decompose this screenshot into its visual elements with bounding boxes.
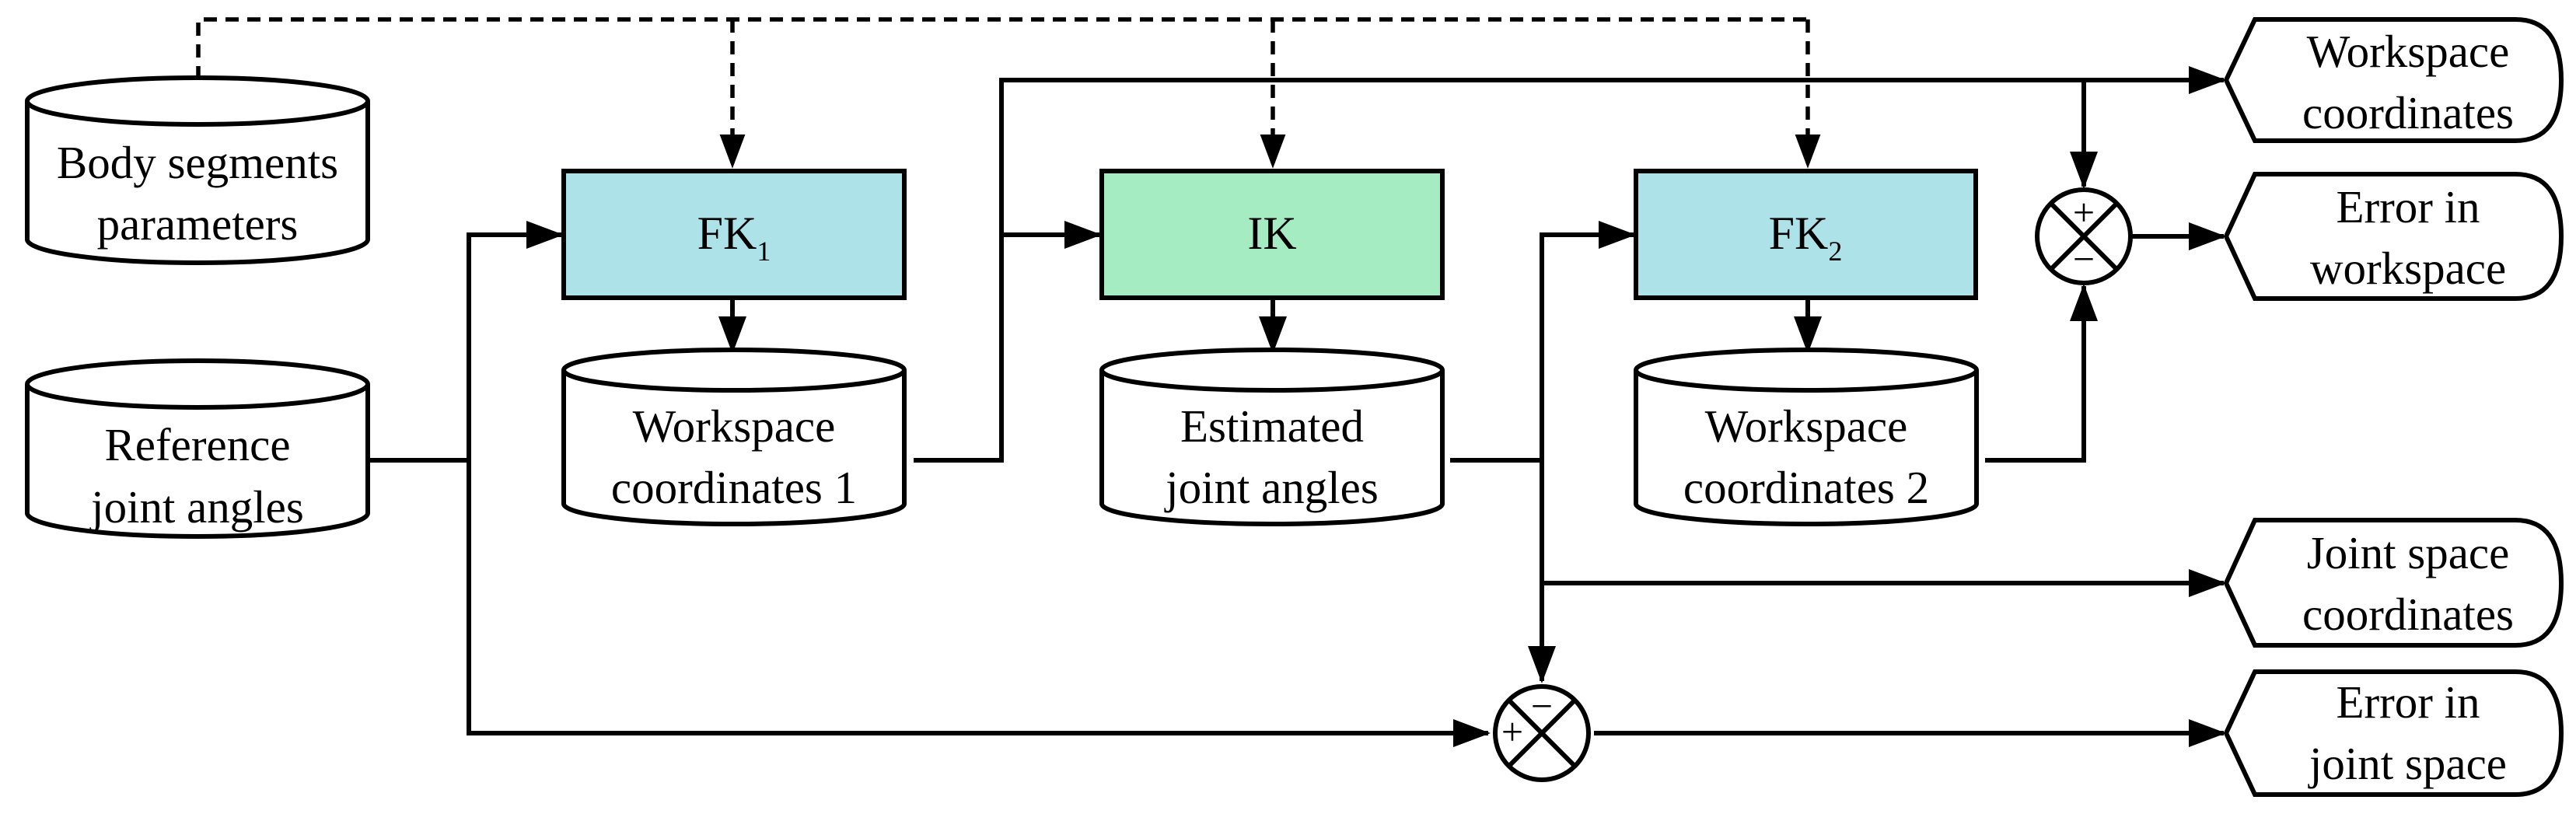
output-terminal-icon bbox=[2223, 518, 2564, 648]
parameter-dashed-lines bbox=[196, 17, 1821, 169]
reference-angles-label-line1: Reference bbox=[104, 419, 290, 470]
output-jointspace-error: Error in joint space bbox=[2223, 669, 2564, 797]
jointspace-summing-junction: − + bbox=[1493, 684, 1591, 782]
output-terminal-icon bbox=[2223, 17, 2564, 143]
output-jointspace-coordinates: Joint space coordinates bbox=[2223, 518, 2564, 648]
est-cylinder: Estimated joint angles bbox=[1099, 348, 1445, 526]
output-workspace-coordinates: Workspace coordinates bbox=[2223, 17, 2564, 143]
cylinder-rim bbox=[1099, 369, 1445, 393]
fk2-block: FK2 bbox=[1634, 169, 1978, 300]
output-ws-coords-line1: Workspace bbox=[2307, 26, 2510, 77]
est-label-line1: Estimated bbox=[1180, 400, 1364, 452]
output-workspace-error: Error in workspace bbox=[2223, 172, 2564, 301]
fk2-box bbox=[1634, 169, 1978, 300]
ik-box bbox=[1099, 169, 1445, 300]
reference-angles-label-line2: joint angles bbox=[89, 481, 304, 533]
cylinder-rim bbox=[561, 369, 907, 393]
ik-label: IK bbox=[1247, 208, 1296, 259]
ws2-label-line2: coordinates 2 bbox=[1683, 462, 1929, 513]
body-segments-label-line1: Body segments bbox=[57, 137, 338, 188]
output-ws-error-line1: Error in bbox=[2336, 181, 2480, 232]
split-to-js-junction bbox=[467, 460, 1491, 747]
junction-sign-plus: + bbox=[2073, 190, 2095, 234]
split-to-fk1 bbox=[467, 221, 564, 460]
ws2-label-line1: Workspace bbox=[1705, 400, 1908, 452]
junction-sign-minus: − bbox=[2073, 237, 2095, 281]
ik-block: IK bbox=[1099, 169, 1445, 300]
ws1-label-line1: Workspace bbox=[633, 400, 836, 452]
fk1-label: FK1 bbox=[697, 208, 771, 267]
database-icon bbox=[561, 348, 907, 526]
ws1-to-ik bbox=[914, 221, 1102, 463]
fk1-subscript: 1 bbox=[757, 236, 771, 267]
cylinder-rim bbox=[25, 100, 370, 127]
junction-cross bbox=[2049, 201, 2119, 271]
fk2-label: FK2 bbox=[1769, 208, 1843, 267]
cylinder-rim bbox=[1634, 369, 1979, 393]
output-ws-coords-line2: coordinates bbox=[2302, 87, 2514, 138]
database-icon bbox=[1634, 348, 1979, 526]
est-label-line2: joint angles bbox=[1164, 462, 1379, 513]
fk1-main: FK bbox=[697, 208, 757, 259]
fk2-subscript: 2 bbox=[1828, 236, 1842, 267]
ws1-label-line2: coordinates 1 bbox=[611, 462, 857, 513]
reference-angles-cylinder: Reference joint angles bbox=[25, 358, 370, 539]
junction-sign-plus: + bbox=[1501, 710, 1523, 753]
fk1-block: FK1 bbox=[561, 169, 907, 300]
junction-cross bbox=[1507, 698, 1577, 768]
split-to-fk2 bbox=[1540, 221, 1636, 460]
output-ws-error-line2: workspace bbox=[2310, 243, 2506, 294]
ws2-to-ws-junction bbox=[1985, 284, 2098, 463]
connection-lines bbox=[369, 66, 2226, 747]
database-icon bbox=[25, 75, 370, 265]
workspace-summing-junction: + − bbox=[2035, 187, 2133, 285]
body-segments-label-line2: parameters bbox=[97, 198, 299, 250]
cylinder-rim bbox=[25, 383, 370, 410]
ik-input-to-ws-output bbox=[999, 66, 2226, 235]
database-icon bbox=[1099, 348, 1445, 526]
output-js-error-line1: Error in bbox=[2336, 676, 2480, 728]
output-js-coords-line1: Joint space bbox=[2307, 527, 2510, 578]
output-terminal-icon bbox=[2223, 669, 2564, 797]
output-js-error-line2: joint space bbox=[2308, 738, 2507, 789]
fk2-main: FK bbox=[1769, 208, 1829, 259]
fk1-box bbox=[561, 169, 907, 300]
output-js-coords-line2: coordinates bbox=[2302, 589, 2514, 640]
ws1-cylinder: Workspace coordinates 1 bbox=[561, 348, 907, 526]
ws2-cylinder: Workspace coordinates 2 bbox=[1634, 348, 1979, 526]
junction-sign-minus: − bbox=[1531, 684, 1553, 728]
body-segments-cylinder: Body segments parameters bbox=[25, 75, 370, 265]
output-terminal-icon bbox=[2223, 172, 2564, 301]
